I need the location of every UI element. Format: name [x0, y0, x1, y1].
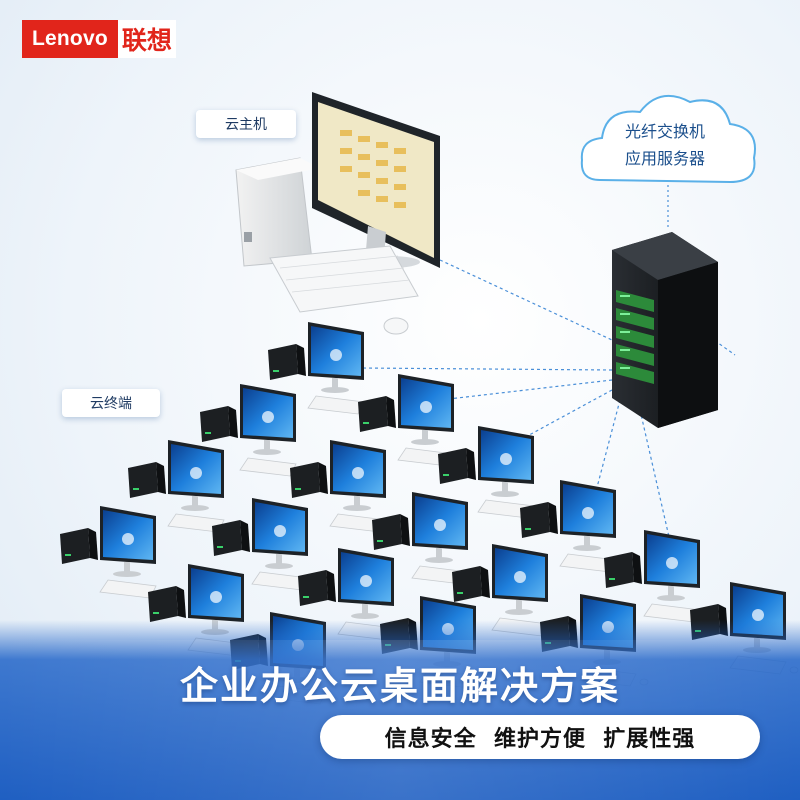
- server-rack-icon: [612, 232, 718, 428]
- features-text: 信息安全 维护方便 扩展性强: [384, 727, 696, 752]
- server-label-line1: 光纤交换机: [624, 122, 705, 141]
- logo-en: Lenovo: [22, 20, 118, 58]
- solution-title: 企业办公云桌面解决方案: [179, 664, 620, 708]
- cloud-terminal-label: 云终端: [62, 389, 160, 417]
- cloud-host-label: 云主机: [196, 110, 296, 138]
- server-label-line2: 应用服务器: [624, 149, 705, 168]
- bottom-banner: [0, 620, 800, 800]
- lenovo-logo: Lenovo 联想: [22, 20, 176, 58]
- server-cloud-label: 光纤交换机 应用服务器: [600, 118, 730, 172]
- features-pill: 信息安全 维护方便 扩展性强: [320, 715, 760, 759]
- cloud-host-computer: [235, 92, 440, 335]
- cloud-icon: [580, 94, 756, 184]
- logo-cn: 联想: [117, 20, 176, 58]
